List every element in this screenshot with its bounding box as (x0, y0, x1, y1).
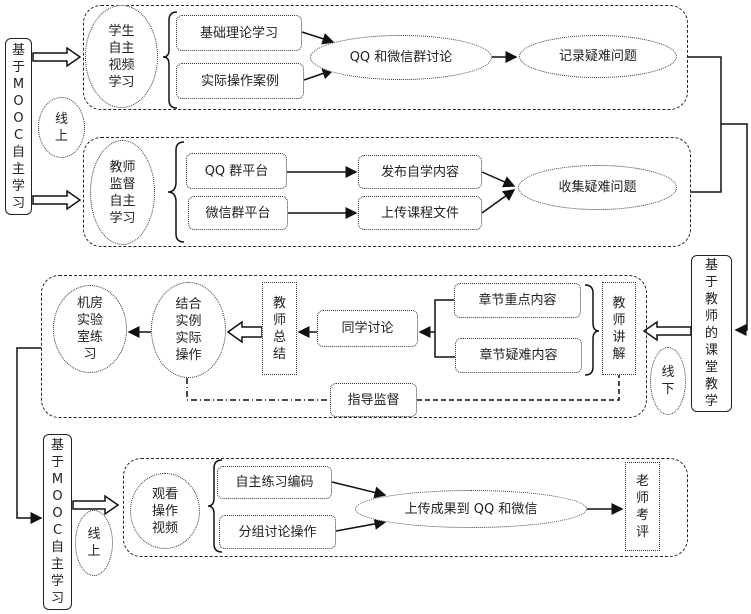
offline-label: 线 下 (650, 347, 686, 415)
hollow-arrow (642, 320, 692, 342)
practical-operation: 结合 实例 实际 操作 (151, 282, 226, 378)
classroom-teaching-source: 基 于 教 师 的 课 堂 教 学 (691, 255, 732, 412)
teacher-summary: 教 师 总 结 (262, 282, 297, 375)
teacher-supervision-group (83, 137, 691, 247)
online-label-2: 线 上 (75, 510, 113, 576)
hollow-arrow (32, 189, 82, 211)
wechat-group-platform: 微信群平台 (188, 196, 288, 230)
chapter-difficult-content: 章节疑难内容 (455, 338, 582, 373)
qq-wechat-discussion: QQ 和微信群讨论 (310, 35, 492, 80)
peer-discussion: 同学讨论 (317, 310, 418, 347)
hollow-arrow (226, 320, 263, 344)
mooc-self-study-source-2: 基 于 M O O C 自 主 学 习 (43, 434, 72, 610)
watch-videos: 观看 操作 视频 (130, 473, 200, 549)
group-discussion-operation: 分组讨论操作 (219, 515, 336, 549)
online-practice-group (123, 458, 688, 557)
upload-course-files: 上传课程文件 (358, 196, 482, 230)
self-coding-practice: 自主练习编码 (217, 466, 332, 499)
collect-questions: 收集疑难问题 (518, 165, 677, 210)
student-self-study-group (83, 5, 688, 110)
hollow-arrow (72, 494, 120, 516)
record-questions: 记录疑难问题 (519, 35, 677, 78)
hollow-arrow (32, 46, 82, 68)
online-label: 线 上 (38, 97, 85, 158)
chapter-key-content: 章节重点内容 (454, 283, 581, 318)
qq-group-platform: QQ 群平台 (186, 153, 287, 189)
teacher-lecture: 教 师 讲 解 (602, 282, 636, 375)
practical-cases: 实际操作案例 (176, 63, 304, 99)
teacher-evaluation: 老 师 考 评 (625, 462, 660, 551)
upload-results: 上传成果到 QQ 和微信 (355, 490, 587, 528)
teacher-supervision: 教师 监督 自主 学习 (90, 140, 155, 245)
publish-content: 发布自学内容 (358, 155, 482, 189)
guidance-supervision: 指导监督 (330, 383, 417, 417)
mooc-self-study-source: 基于 M O O C 自 主 学 习 (5, 38, 32, 215)
offline-classroom-group (41, 275, 647, 418)
student-video-study: 学生 自主 视频 学习 (85, 5, 158, 108)
lab-practice: 机房 实验 室练 习 (53, 285, 127, 373)
basic-theory-study: 基础理论学习 (176, 15, 302, 51)
